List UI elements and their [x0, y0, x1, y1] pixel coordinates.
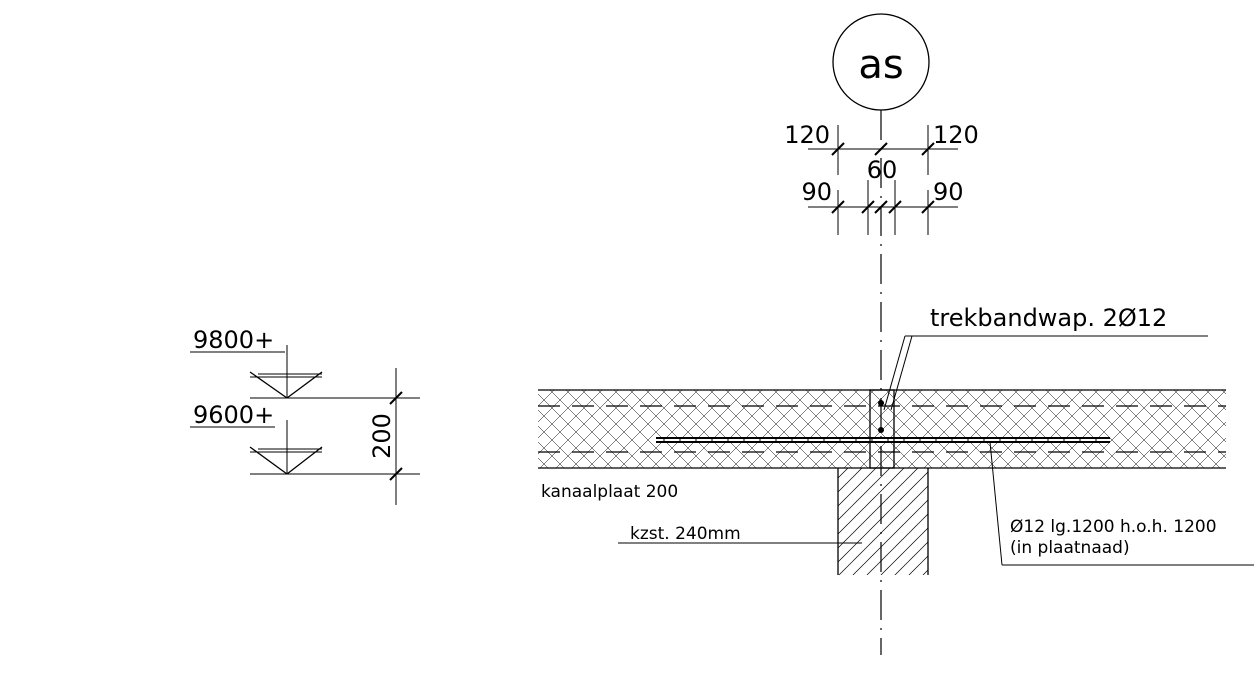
dim-lower-right: 90 — [933, 178, 964, 206]
joint-reinforcement-bar — [656, 437, 1254, 566]
wall-label: kzst. 240mm — [630, 524, 741, 544]
level-upper: 9800+ — [193, 326, 274, 354]
bar-spec-label-2: (in plaatnaad) — [1010, 538, 1130, 558]
axis-marker: as — [832, 13, 930, 111]
dim-slab-height: 200 — [368, 413, 396, 459]
dim-top-left: 120 — [784, 121, 830, 149]
level-lower: 9600+ — [193, 401, 274, 429]
level-markers: 9800+ 9600+ 200 — [190, 326, 420, 505]
axis-label: as — [858, 42, 903, 88]
hollow-core-slab-label: kanaalplaat 200 — [541, 482, 678, 502]
dim-top-right: 120 — [933, 121, 979, 149]
tie-beam-reinforcement-label: trekbandwap. 2Ø12 — [930, 304, 1167, 332]
dim-lower-left: 90 — [801, 178, 832, 206]
dim-middle: 60 — [867, 156, 898, 184]
wall — [837, 468, 929, 575]
tie-beam-joint — [869, 335, 1208, 469]
bar-spec-label: Ø12 lg.1200 h.o.h. 1200 — [1010, 517, 1217, 537]
axis-dimensions: 120 120 60 90 90 — [784, 121, 979, 235]
